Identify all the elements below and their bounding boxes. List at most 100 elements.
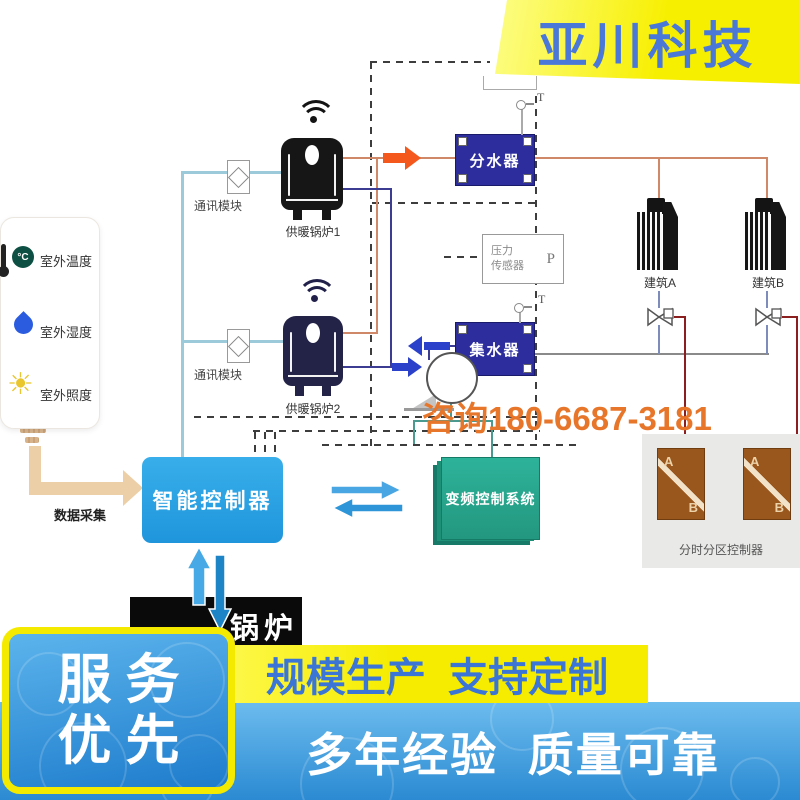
controller-box: 智能控制器 [142, 457, 283, 543]
comm-module-1-label: 通讯模块 [194, 199, 243, 213]
collector-box: 集水器 [455, 322, 535, 376]
comm-trunk-line [181, 171, 184, 457]
black-banner-label: 锅炉 [229, 612, 298, 645]
building-a-icon [637, 198, 683, 270]
zone-letter-a: A [664, 454, 674, 469]
zone-panel-label: 分时分区控制器 [678, 543, 763, 557]
sync-arrows-horizontal-icon [330, 478, 404, 520]
sensor-connector-small [25, 437, 39, 443]
yellow-strip-label: 规模生产 支持定制 [265, 656, 609, 700]
return-pipe-boiler1 [343, 188, 392, 190]
comm-module-2-label: 通讯模块 [194, 368, 243, 382]
zone-box-2: A B [743, 448, 791, 520]
pressure-sensor-label: 压力 传感器 [491, 244, 524, 274]
flow-arrow-blue-right [392, 363, 408, 371]
brand-banner: 亚川科技 [495, 0, 800, 84]
phone-text: 咨询180-6687-3181 [422, 400, 712, 437]
building-a-label: 建筑A [643, 276, 676, 290]
pressure-line-2: 传感器 [491, 260, 524, 272]
dashed-line-bottom-1 [194, 416, 540, 418]
diamond-icon [227, 166, 250, 189]
zone-letter-b: B [688, 500, 698, 515]
flow-arrow-blue-left [424, 342, 450, 350]
collector-label: 集水器 [469, 341, 521, 359]
flow-arrow-orange [383, 153, 405, 163]
service-line-1: 服务 [57, 650, 194, 711]
vfd-box: 变频控制系统 [441, 457, 540, 540]
boiler-1-label: 供暖锅炉1 [285, 225, 341, 239]
return-drop-b1 [766, 291, 768, 308]
brand-title: 亚川科技 [537, 18, 758, 74]
building-b-label: 建筑B [751, 276, 784, 290]
blue-strip-text-wrap: 多年经验 质量可靠 [228, 708, 798, 796]
vfd-label: 变频控制系统 [445, 490, 536, 507]
boiler-display-icon [306, 323, 320, 343]
pump-control-line [413, 420, 493, 422]
pump-stand-icon [410, 394, 436, 410]
boiler-2-leg [322, 386, 331, 396]
pump-control-drop [450, 403, 452, 422]
collector-outlet-line [448, 345, 456, 347]
return-pipe-buildings [532, 353, 769, 355]
blue-strip-label: 多年经验 质量可靠 [306, 729, 720, 781]
building-b-icon [745, 198, 791, 270]
outdoor-humidity-label: 室外湿度 [40, 325, 93, 340]
yellow-strip: 规模生产 支持定制 [226, 645, 648, 703]
boiler-seam [288, 375, 338, 377]
thermometer-bulb-icon [0, 266, 9, 277]
data-collect-arrow-tip [123, 470, 143, 506]
valve-a-icon [647, 307, 674, 327]
dashed-tick-1 [254, 432, 256, 457]
dashed-line-bottom-2 [253, 430, 540, 432]
service-badge: 服务 优先 [2, 627, 235, 794]
sensor-stem-1 [521, 108, 523, 135]
comm-module-1 [227, 160, 250, 194]
legend-bracket [483, 76, 537, 90]
data-collect-arrow-horizontal [29, 482, 123, 495]
comm-module-2 [227, 329, 250, 363]
service-line-2: 优先 [57, 710, 194, 771]
dashed-line-bottom-3 [322, 444, 580, 446]
thermometer-icon [1, 244, 6, 270]
temp-tag-2: T [538, 292, 546, 306]
zone-wire-b1 [782, 316, 798, 318]
pump-base [404, 408, 454, 411]
distributor-label: 分水器 [469, 152, 521, 170]
dashed-tick-3 [274, 432, 276, 457]
pump-icon [426, 352, 478, 404]
boiler-1 [281, 138, 343, 210]
comm-branch-2b [248, 340, 285, 343]
pressure-symbol: P [546, 250, 555, 267]
pressure-sensor-box: 压力 传感器 P [482, 234, 564, 284]
sun-icon: ☀ [7, 368, 34, 401]
dashed-line-middle [372, 202, 537, 204]
wifi-icon-2 [292, 279, 337, 309]
boiler-1-leg [293, 210, 302, 220]
temp-tag-1: T [537, 90, 545, 104]
vfd-link-line [491, 420, 493, 458]
boiler-display-icon [305, 145, 319, 165]
sensor-stem-2 [519, 311, 521, 323]
pressure-dashed-stub [444, 256, 482, 258]
zone-letter-b: B [774, 500, 784, 515]
flow-arrow-blue-right-tip [408, 357, 422, 377]
zone-wire-b2 [796, 316, 798, 483]
boiler-1-leg [322, 210, 331, 220]
comm-branch-2a [184, 340, 228, 343]
outdoor-temp-label: 室外温度 [40, 254, 93, 269]
sensor-dash-2 [524, 306, 532, 308]
diamond-icon [227, 335, 250, 358]
sensor-circle-icon-2 [514, 303, 524, 313]
pump-control-stub [413, 420, 415, 444]
supply-riser-boiler2 [376, 157, 378, 334]
flow-arrow-blue-left-tip [408, 336, 422, 356]
data-collect-arrow-vertical [29, 446, 41, 490]
sensor-circle-icon-1 [516, 100, 526, 110]
celsius-badge-icon: °C [12, 246, 34, 268]
zone-letter-a: A [750, 454, 760, 469]
comm-branch-1a [184, 171, 228, 174]
data-collect-label: 数据采集 [54, 508, 107, 523]
return-riser [390, 188, 392, 368]
supply-drop-building-a [658, 157, 660, 200]
